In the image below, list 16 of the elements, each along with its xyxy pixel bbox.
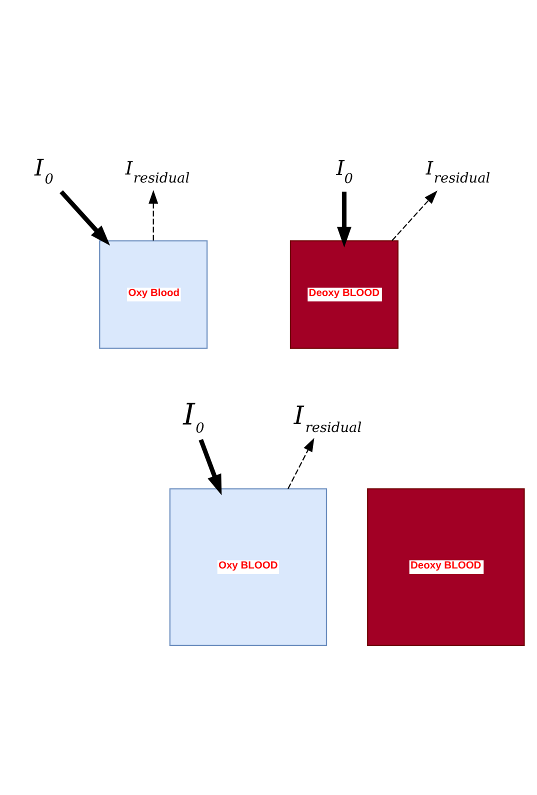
node-box: Oxy BLOOD [169, 488, 328, 646]
node-text: I$_{residual}$ [294, 400, 362, 436]
arrow [288, 437, 314, 489]
arrow [198, 438, 222, 495]
node-text: I$_{0}$ [183, 397, 204, 436]
node-box: Oxy Blood [99, 240, 208, 348]
node-text: I$_{residual}$ [426, 158, 490, 186]
arrow [60, 190, 110, 246]
arrow [148, 190, 158, 240]
node-box: Deoxy BLOOD [290, 240, 398, 348]
arrow [392, 190, 438, 240]
node-text: I$_{0}$ [336, 156, 353, 187]
arrow [337, 191, 352, 247]
node-text: I$_{residual}$ [125, 158, 190, 186]
node-text: I$_{0}$ [34, 155, 54, 188]
node-box: Deoxy BLOOD [367, 488, 525, 646]
